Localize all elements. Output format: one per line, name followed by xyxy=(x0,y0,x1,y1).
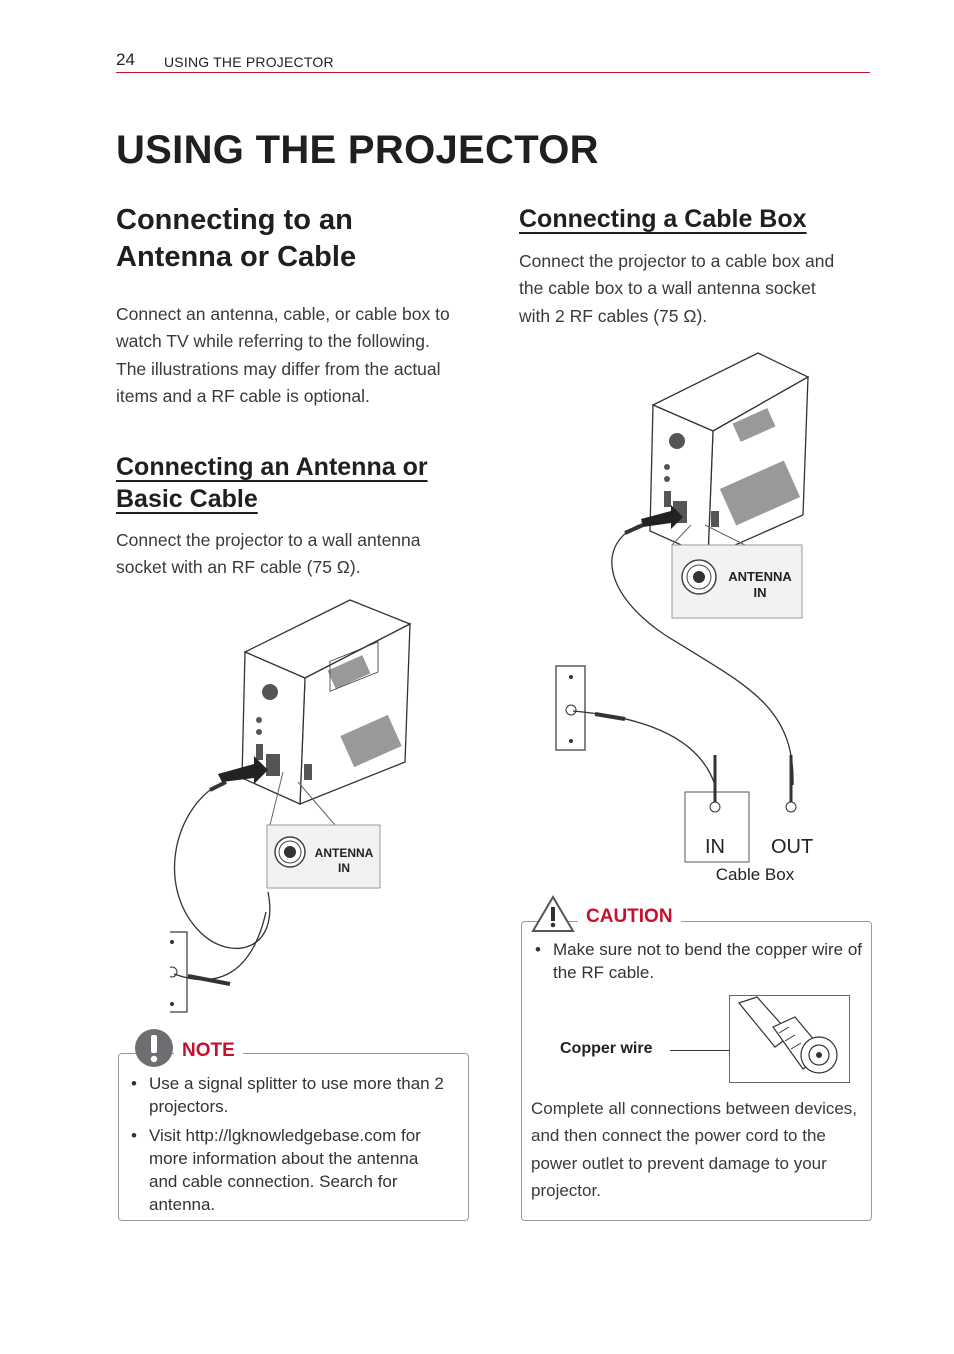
subsection-heading-basic-cable: Connecting an Antenna or Basic Cable xyxy=(116,453,428,513)
caution-footer-paragraph: Complete all connections between devices… xyxy=(531,1099,858,1200)
rf-connector-illustration xyxy=(729,995,850,1083)
wall-socket-icon xyxy=(170,931,188,1013)
section-heading-antenna-cable: Connecting to an Antenna or Cable xyxy=(116,204,357,273)
note-icon xyxy=(135,1029,173,1067)
antenna-port-label-1: ANTENNA xyxy=(315,846,374,860)
caution-box xyxy=(521,921,872,1221)
antenna-port-label-2: IN xyxy=(338,861,350,875)
wall-socket-icon xyxy=(555,665,586,751)
cable-box-icon xyxy=(684,755,797,863)
page-number: 24 xyxy=(116,50,135,69)
caution-icon xyxy=(531,895,575,932)
cable-box-out-label: OUT xyxy=(771,836,813,858)
intro-paragraph: Connect an antenna, cable, or cable box … xyxy=(116,304,450,406)
caution-item: Make sure not to bend the copper wire of… xyxy=(533,938,863,984)
cable-box-connection-illustration: ANTENNA IN IN OUT Cable Box xyxy=(555,352,813,884)
projector-icon xyxy=(649,352,810,559)
note-label: NOTE xyxy=(174,1040,243,1062)
cable-box-in-label: IN xyxy=(705,836,725,858)
cable-box-paragraph: Connect the projector to a cable box and… xyxy=(519,251,835,326)
note-item: Visit http://lgknowledgebase.com for mor… xyxy=(129,1124,449,1216)
running-head: USING THE PROJECTOR xyxy=(164,54,334,70)
note-item: Use a signal splitter to use more than 2… xyxy=(129,1072,449,1118)
cable-box-label: Cable Box xyxy=(716,865,795,884)
note-box xyxy=(118,1053,469,1221)
basic-cable-paragraph: Connect the projector to a wall antenna … xyxy=(116,530,421,578)
projector-icon xyxy=(241,599,412,805)
antenna-connection-illustration: ANTENNA IN xyxy=(170,599,412,1013)
antenna-port-label-1: ANTENNA xyxy=(728,569,792,584)
note-list: Use a signal splitter to use more than 2… xyxy=(129,1072,449,1222)
page-header: 24 USING THE PROJECTOR xyxy=(116,48,870,73)
copper-wire-label: Copper wire xyxy=(560,1040,653,1057)
caution-list: Make sure not to bend the copper wire of… xyxy=(533,938,863,990)
antenna-port-label-2: IN xyxy=(754,585,767,600)
section-heading-cable-box: Connecting a Cable Box xyxy=(519,205,807,233)
caution-label: CAUTION xyxy=(578,906,681,928)
page-title: USING THE PROJECTOR xyxy=(116,128,599,172)
